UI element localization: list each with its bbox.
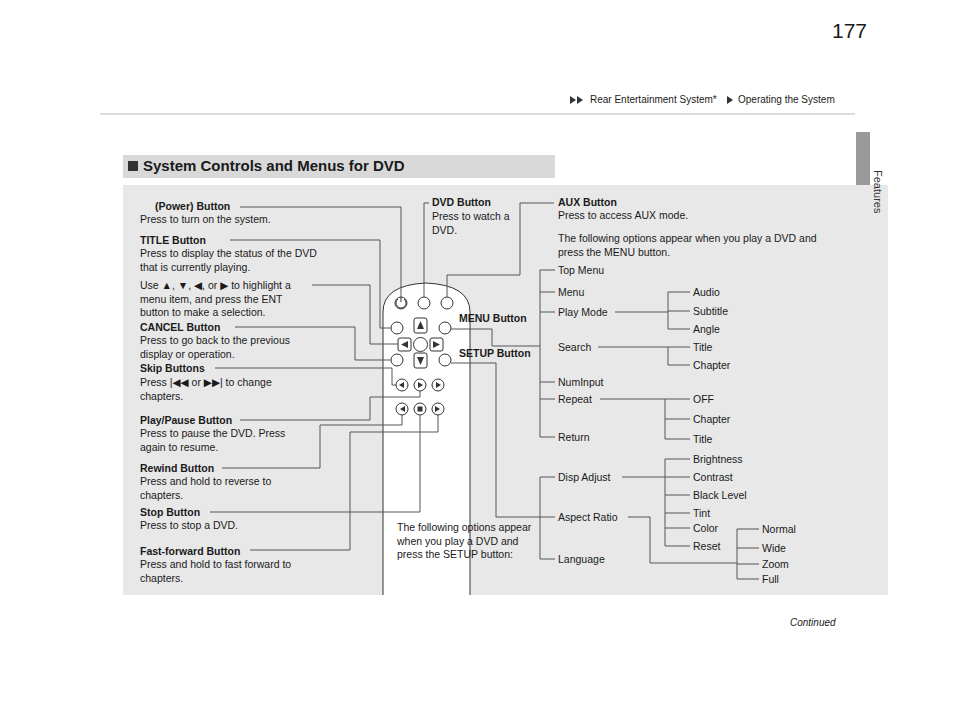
power-glyph (396, 297, 406, 308)
menu-item: OFF (693, 393, 714, 407)
page-number: 177 (832, 18, 867, 44)
menu-item: Repeat (558, 393, 592, 407)
callout-heading: CANCEL Button (140, 321, 220, 335)
tree-line (628, 517, 737, 563)
callout-heading: Fast-forward Button (140, 545, 240, 559)
menu-item: Subtitle (693, 305, 728, 319)
callout-text: The following options appear when you pl… (558, 232, 823, 259)
aux-button (441, 297, 453, 309)
menu-item: Black Level (693, 489, 747, 503)
tree-line (615, 312, 668, 313)
menu-item: Contrast (693, 471, 733, 485)
menu-item: Language (558, 553, 605, 567)
callout-heading: SETUP Button (459, 347, 531, 361)
tree-line (622, 477, 665, 478)
menu-item: Reset (693, 540, 720, 554)
title-bar (123, 155, 555, 178)
arrow-glyph (401, 321, 440, 365)
cancel-button (391, 354, 403, 366)
callout-text: Press to display the status of the DVD t… (140, 247, 330, 274)
menu-item: Chapter (693, 359, 730, 373)
menu-item: Search (558, 341, 591, 355)
tree-line (540, 477, 541, 559)
setup-button (439, 354, 451, 366)
breadcrumb: Rear Entertainment System* (590, 93, 717, 106)
leader-line (240, 391, 420, 420)
breadcrumb: Operating the System (738, 93, 835, 106)
callout-heading: TITLE Button (140, 234, 206, 248)
dvd-button (418, 297, 430, 309)
callout-text: Press to watch a DVD. (432, 210, 512, 237)
panel (123, 185, 888, 595)
callout-text: Press and hold to reverse to chapters. (140, 475, 305, 502)
tree-line (598, 347, 668, 348)
callout-heading: Rewind Button (140, 462, 214, 476)
callout-heading: AUX Button (558, 196, 617, 210)
menu-item: Menu (558, 286, 584, 300)
title-button (391, 322, 403, 334)
tree-bracket (668, 292, 690, 329)
menu-item: Tint (693, 507, 710, 521)
callout-heading: Stop Button (140, 506, 200, 520)
menu-item: Audio (693, 286, 720, 300)
menu-item: Brightness (693, 453, 743, 467)
callout-text: Press to access AUX mode. (558, 209, 688, 223)
title-square (128, 161, 138, 171)
callout-heading: Play/Pause Button (140, 414, 232, 428)
menu-item: Wide (762, 542, 786, 556)
menu-item: Disp Adjust (558, 471, 611, 485)
power-button (395, 297, 407, 309)
callout-text: Press to stop a DVD. (140, 519, 238, 533)
menu-item: Full (762, 573, 779, 587)
menu-item: Title (693, 341, 712, 355)
menu-item: Play Mode (558, 306, 608, 320)
ent-button (414, 338, 428, 352)
callout-text: Press to go back to the previous display… (140, 334, 320, 361)
callout-text: The following options appear when you pl… (397, 521, 532, 562)
menu-item: Color (693, 522, 718, 536)
tree-bracket (668, 347, 690, 365)
tree-bracket (665, 399, 690, 439)
tree-line (540, 270, 541, 437)
leader-lines (210, 203, 759, 579)
rule (100, 114, 855, 115)
callout-text: Press to turn on the system. (140, 213, 330, 227)
menu-button (439, 322, 451, 334)
continued-note: Continued (790, 616, 836, 629)
menu-item: Aspect Ratio (558, 511, 618, 525)
callout-text: Use ▲, ▼, ◀, or ▶ to highlight a menu it… (140, 279, 312, 320)
section-title: System Controls and Menus for DVD (143, 157, 405, 174)
callout-text: Press |◀◀ or ▶▶| to change chapters. (140, 376, 305, 403)
menu-item: Chapter (693, 413, 730, 427)
leader-line (451, 363, 540, 517)
menu-item: Normal (762, 523, 796, 537)
menu-item: Title (693, 433, 712, 447)
callout-heading: DVD Button (432, 196, 491, 210)
tree-bracket (737, 529, 759, 579)
menu-item: NumInput (558, 376, 604, 390)
leader-line (222, 415, 402, 468)
menu-item: Zoom (762, 558, 789, 572)
leader-line (451, 329, 540, 346)
callout-heading: (Power) Button (155, 200, 230, 214)
tree-tick (540, 477, 555, 559)
menu-item: Top Menu (558, 264, 604, 278)
menu-item: Return (558, 431, 590, 445)
callout-text: Press to pause the DVD. Press again to r… (140, 427, 305, 454)
menu-item: Angle (693, 323, 720, 337)
callout-heading: Skip Buttons (140, 362, 205, 376)
leader-line (424, 203, 429, 297)
callout-heading: MENU Button (459, 312, 527, 326)
callout-text: Press and hold to fast forward to chapte… (140, 558, 320, 585)
tree-tick (540, 270, 555, 437)
section-tab-label: Features (871, 170, 885, 213)
tree-bracket (665, 459, 690, 546)
tree-line (600, 399, 665, 400)
